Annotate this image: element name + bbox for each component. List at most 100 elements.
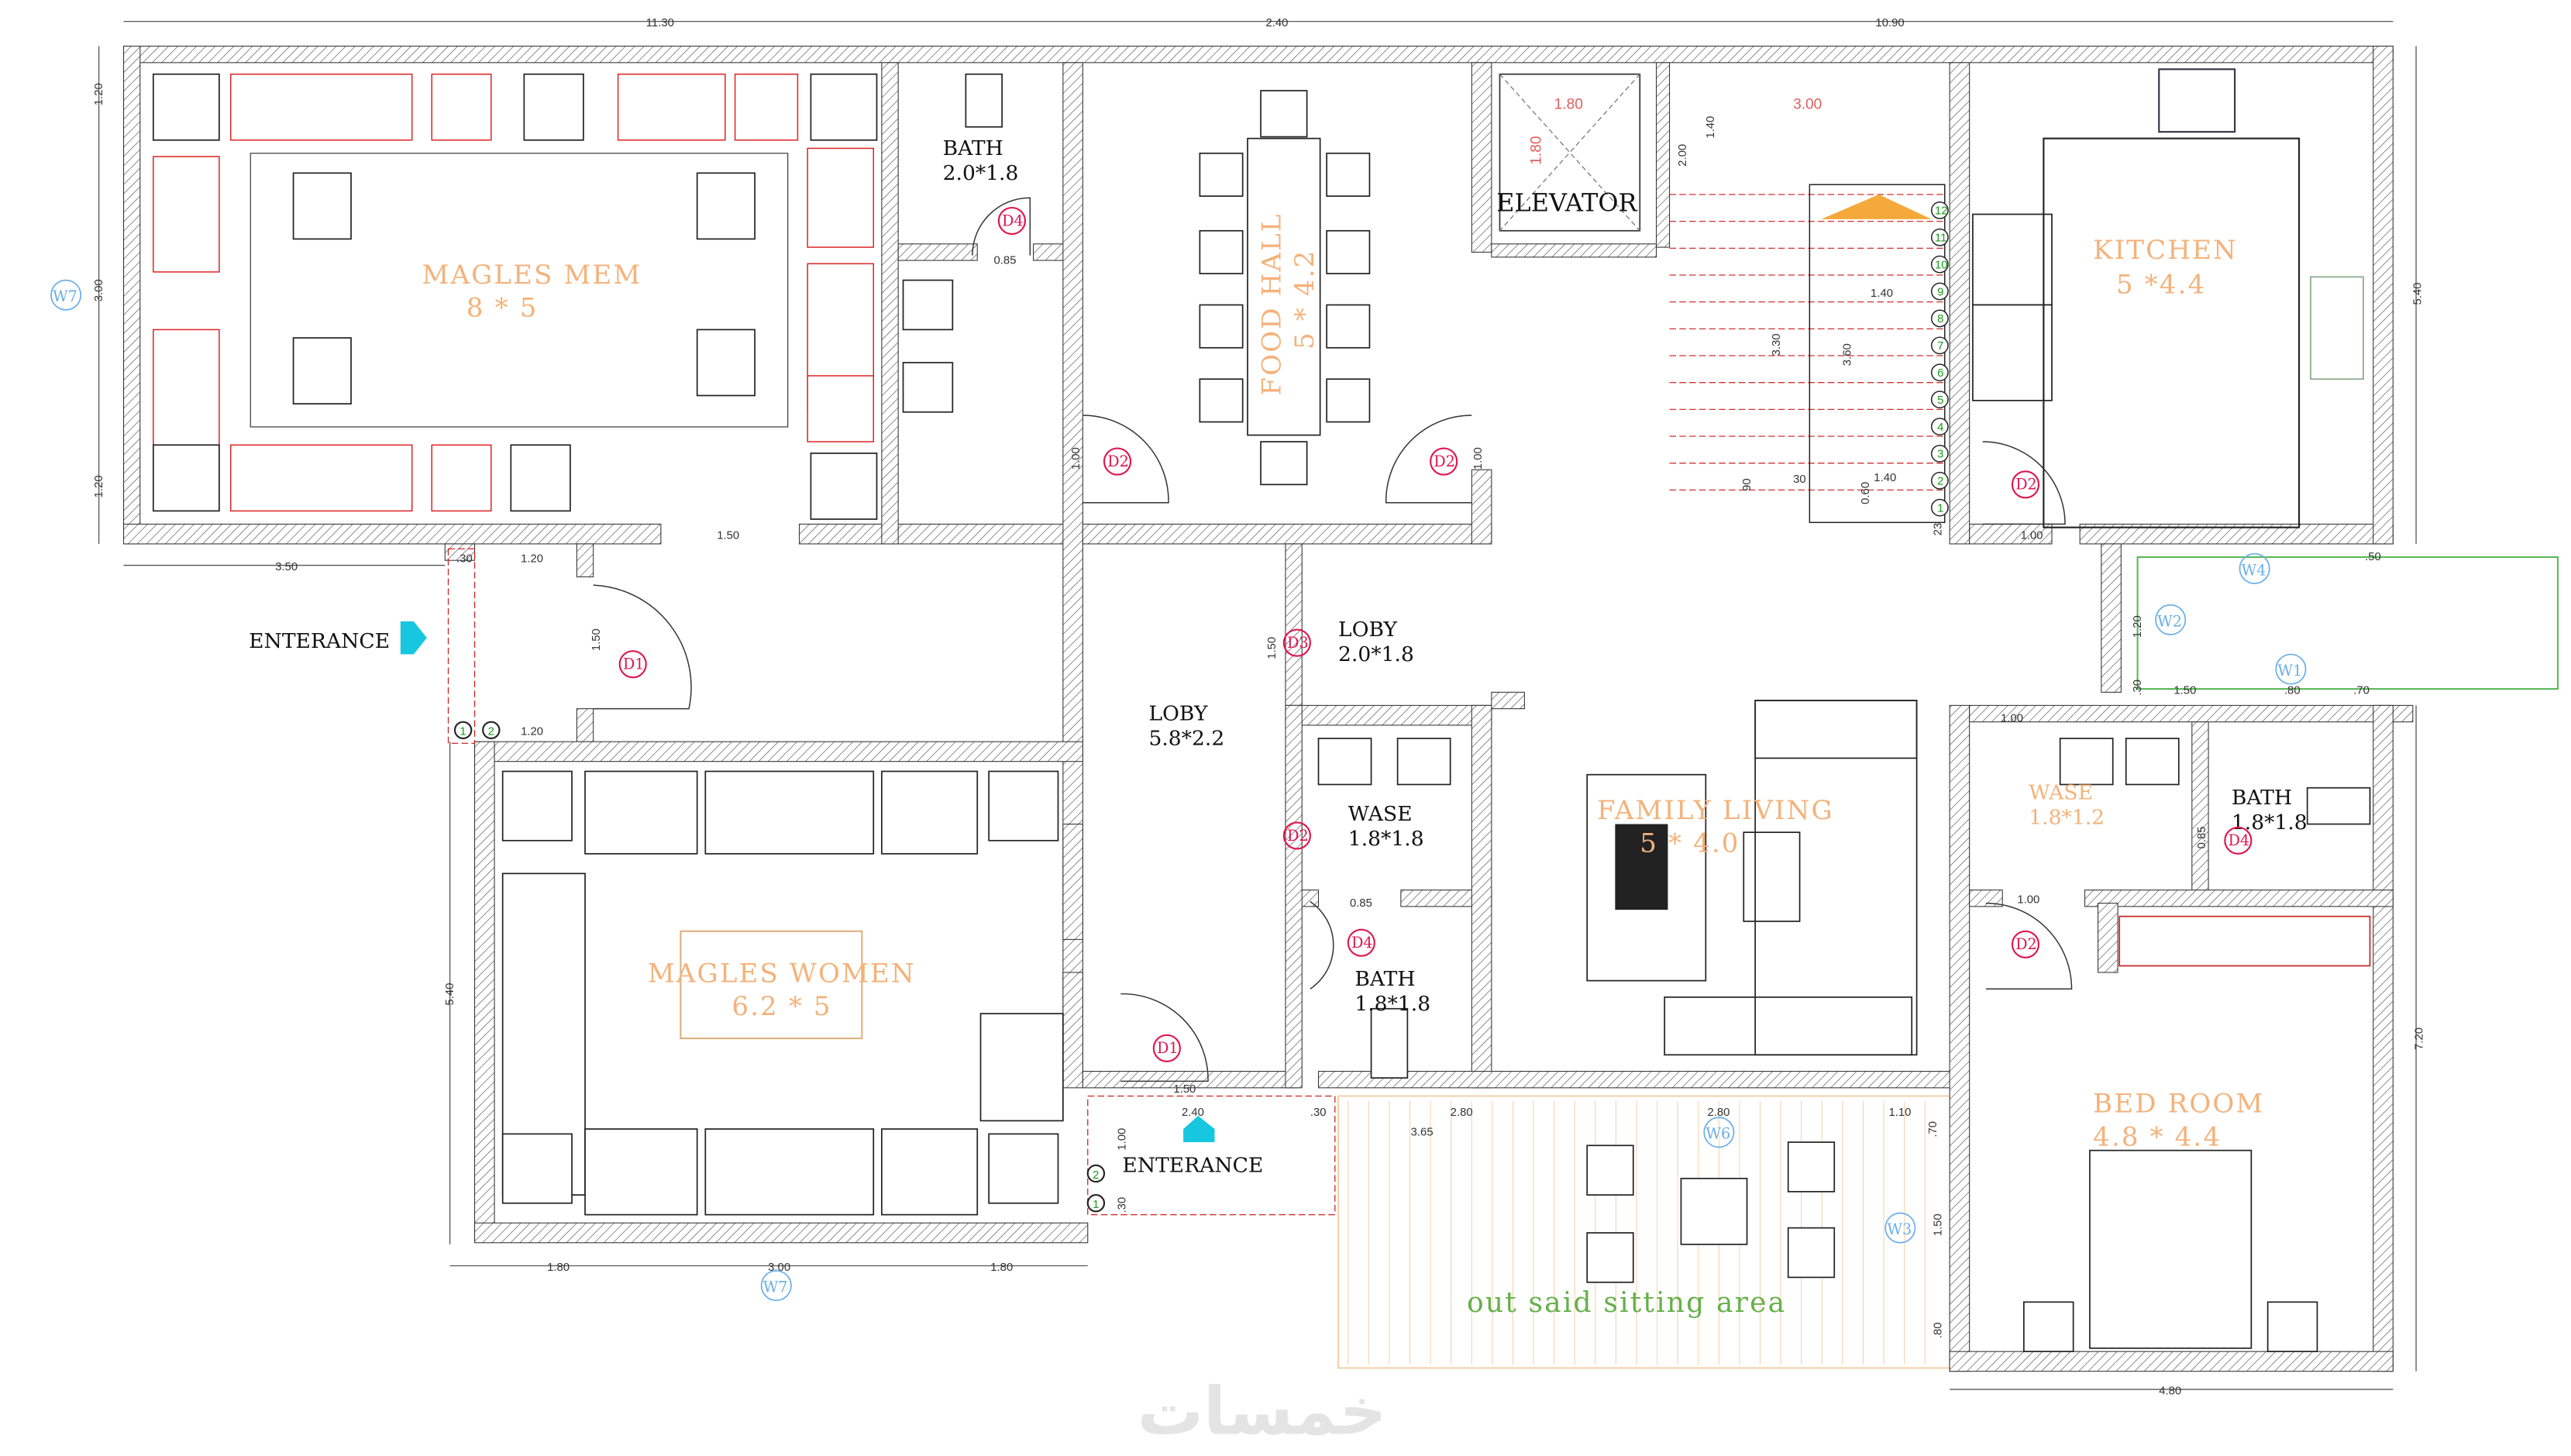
dim-loby-door: 1.50 [1266,637,1279,659]
window-tag-w7-left: W7 [53,287,77,305]
furniture-piece [734,73,799,141]
dining-table [1247,137,1321,436]
dim-elev-w: 1.80 [1554,96,1583,112]
furniture-piece [1326,152,1371,197]
dim-top-mid: 2.40 [1265,17,1288,29]
room-loby-small-size: 2.0*1.8 [1338,642,1414,666]
dim-mem-door: 1.50 [717,530,739,542]
room-bath-right-name: BATH [2232,786,2292,810]
dim-sit-80: .80 [1933,1322,1945,1338]
furniture-piece [965,73,1003,128]
dim-women-left: 5.40 [444,983,456,1006]
dim-stair-140c: 1.40 [1874,472,1896,484]
dim-left-1: 1.20 [93,83,105,105]
room-wase-right-name: WASE [2029,781,2093,805]
furniture-piece [1326,229,1371,274]
wall [1656,62,1671,248]
walls [122,46,2414,1372]
furniture-piece [152,444,220,512]
dim-right-bath-door: 0.85 [2196,826,2208,848]
furniture-piece [1664,996,1913,1056]
stair-step-number: 2 [1937,476,1943,488]
stair-step-marker [1931,363,1949,382]
window-tag-w4: W4 [2242,561,2266,579]
outdoor-deck [1347,1100,1926,1365]
furniture-piece [1586,1144,1634,1196]
dim-women-b3: 1.80 [990,1262,1013,1274]
wall [474,741,1083,762]
room-kitchen-name: KITCHEN [2093,235,2238,266]
door-tag-d1-bottom: D1 [1157,1039,1179,1057]
dim-sit-150: 1.50 [1933,1213,1945,1236]
wall [1471,469,1492,545]
furniture-piece [1754,700,1918,759]
dim-right-bed-door: 1.00 [2017,894,2039,907]
furniture-piece [881,770,979,855]
entry-marker-a2: 2 [488,726,494,738]
dim-stair-23: 23 [1933,523,1945,536]
dim-stair-30: 30 [1793,473,1806,486]
furniture-piece [230,73,413,141]
wall [1285,543,1303,710]
dim-entry-bottom-100: 1.00 [1117,1128,1129,1151]
entry-marker-a1: 1 [459,726,466,738]
room-loby-big-name: LOBY [1148,702,1208,726]
furniture-piece [2125,738,2180,786]
dim-wase-door: 0.85 [1350,897,1372,910]
stair-step-marker [1931,444,1949,463]
furniture-piece [1787,1141,1836,1193]
entry-marker-b1: 1 [1093,1199,1099,1211]
room-elevator-name: ELEVATOR [1496,188,1637,217]
furniture-piece [704,1128,875,1216]
dim-sit-280b: 2.80 [1707,1107,1729,1119]
dim-bath-door: 0.85 [994,254,1017,267]
furniture-piece [2023,1301,2074,1352]
dim-stair-200: 2.00 [1677,144,1689,167]
window-tags: W7 W7 W4 W2 W1 W6 W3 [50,279,2307,1302]
furniture-piece [1326,378,1371,423]
wall [799,523,1080,545]
watermark-logo: خمسات [1138,1373,1387,1450]
room-bath-mid-size: 1.8*1.8 [1354,992,1430,1016]
stair-step-marker [1931,471,1949,490]
furniture-piece [881,1128,979,1216]
dim-stair-140: 1.40 [1705,116,1717,139]
furniture-piece [696,329,755,397]
door-tag-d3-loby: D3 [1287,634,1309,652]
room-bed-room-size: 4.8 * 4.4 [2093,1121,2222,1152]
stair-treads [1669,184,1946,524]
room-bath-top-name: BATH [943,136,1003,160]
wardrobe [2118,915,2371,967]
stair-step-number: 4 [1937,422,1943,434]
wall [881,62,899,545]
entrance-left-label: ENTERANCE [249,629,390,653]
stair-step-marker [1931,282,1949,301]
dim-right-top: 5.40 [2411,283,2424,305]
room-magles-women-size: 6.2 * 5 [731,991,831,1022]
room-bed-room-name: BED ROOM [2093,1089,2264,1120]
room-family-living-size: 5 * 4.0 [1640,828,1740,859]
stair-step-marker [1931,391,1949,408]
furniture-piece [1972,213,2053,306]
stair-step-number: 1 [1937,502,1943,515]
wall [1491,243,1657,258]
wall [1062,972,1083,1089]
furniture-piece [617,73,726,141]
wall [1491,691,1525,710]
door-tag-d2-kitchen: D2 [2015,476,2037,494]
room-bath-top-size: 2.0*1.8 [943,161,1019,185]
dim-entry-bottom-30: .30 [1117,1197,1129,1213]
furniture-piece [2059,738,2114,786]
wall [474,1222,1089,1244]
wall [122,46,141,545]
entrance-bottom-label: ENTERANCE [1122,1153,1263,1177]
dim-sit-110: 1.10 [1888,1107,1911,1119]
stair-step-number: 9 [1937,286,1943,298]
room-food-hall-size: 5 * 4.2 [1289,250,1320,349]
room-bath-mid-name: BATH [1354,967,1415,991]
dim-top-left: 11.30 [646,17,674,29]
stair-step-marker [1931,201,1949,219]
furniture-piece [1199,378,1244,423]
furniture-piece [584,1128,698,1216]
